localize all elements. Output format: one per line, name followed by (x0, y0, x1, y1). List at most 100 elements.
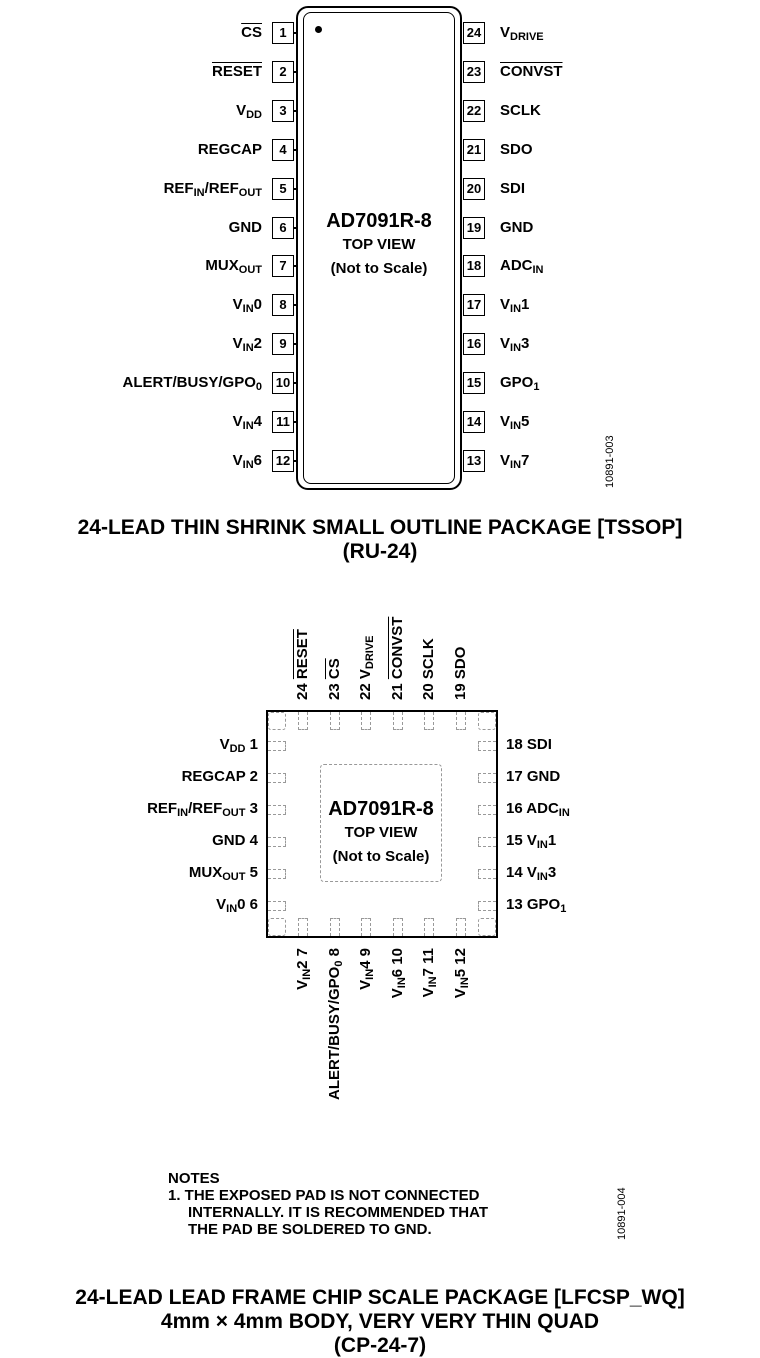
lfcsp-pin-13-number: 13 (506, 896, 527, 913)
lfcsp-pad-bottom-2 (361, 918, 371, 936)
lfcsp-pad-bottom-3 (392, 918, 403, 936)
lfcsp-pin-22-name: VDRIVE (357, 635, 376, 680)
lfcsp-pin-7-label: VIN2 7 (294, 948, 313, 990)
lfcsp-pad-left-3 (268, 837, 286, 847)
tssop-package-inner (303, 12, 455, 484)
tssop-pin-23-box: 23 (463, 60, 485, 83)
lfcsp-pin-11-number: 11 (420, 948, 437, 969)
lfcsp-pin-3-label: REFIN/REFOUT 3 (147, 800, 258, 819)
lfcsp-pin-1-label: VDD 1 (219, 736, 258, 755)
lfcsp-pin-20-name: SCLK (420, 638, 437, 680)
tssop-pin-24-label: VDRIVE (500, 24, 544, 43)
lfcsp-chip-name: AD7091R-8 (328, 798, 434, 820)
tssop-pin-7-box: 7 (272, 255, 294, 278)
notes-line-2: INTERNALLY. IT IS RECOMMENDED THAT (188, 1204, 489, 1221)
lfcsp-pin-22-label: 22 VDRIVE (357, 635, 376, 701)
tssop-pin-5-lead (294, 187, 298, 190)
tssop-pin-16-label: VIN3 (500, 335, 530, 355)
lfcsp-pad-bottom-0 (298, 918, 308, 936)
lfcsp-pad-right-5 (478, 901, 496, 911)
pin1-indicator-dot (315, 26, 322, 33)
lfcsp-pin-18-number: 18 (506, 736, 527, 753)
lfcsp-pin-16-number: 16 (506, 800, 527, 817)
lfcsp-pin-20-number: 20 (420, 679, 437, 700)
lfcsp-pin-11-label: VIN7 11 (420, 948, 439, 997)
tssop-pin-10-box: 10 (272, 372, 294, 395)
tssop-pin-6-lead (294, 226, 298, 229)
lfcsp-pin-12-label: VIN5 12 (452, 948, 471, 998)
lfcsp-pad-top-2 (361, 712, 371, 730)
lfcsp-pin-16-label: 16 ADCIN (506, 800, 570, 819)
lfcsp-pin-24-number: 24 (294, 679, 311, 700)
tssop-pin-22-box: 22 (463, 99, 485, 122)
lfcsp-pad-top-1 (329, 712, 340, 730)
lfcsp-pin-3-number: 3 (245, 800, 258, 817)
lfcsp-pin-9-label: VIN4 9 (357, 948, 376, 990)
lfcsp-pin-13-name: GPO1 (526, 896, 567, 915)
lfcsp-pin-8-number: 8 (325, 948, 343, 961)
lfcsp-pin-7-name: VIN2 (294, 960, 313, 990)
lfcsp-pad-right-4 (478, 869, 496, 879)
lfcsp-pad-left-5 (268, 901, 286, 911)
tssop-pin-21-box: 21 (463, 138, 485, 161)
lfcsp-pin-2-label: REGCAP 2 (181, 768, 258, 785)
lfcsp-pin-6-number: 6 (245, 896, 258, 913)
notes-line-1: 1. THE EXPOSED PAD IS NOT CONNECTED (168, 1187, 480, 1204)
lfcsp-corner-pad-1 (478, 712, 496, 730)
tssop-pin-1-lead (294, 32, 298, 34)
tssop-pin-11-lead (294, 421, 298, 423)
lfcsp-pin-20-label: 20 SCLK (420, 638, 437, 700)
tssop-pin-15-box: 15 (463, 372, 485, 395)
tssop-pin-10-label: ALERT/BUSY/GPO0 (122, 374, 262, 394)
lfcsp-pin-14-number: 14 (506, 864, 527, 881)
tssop-pin-11-box: 11 (272, 411, 294, 433)
exposed-pad (320, 764, 442, 882)
lfcsp-pin-18-label: 18 SDI (506, 736, 552, 754)
lfcsp-pad-left-2 (268, 805, 286, 815)
tssop-pin-4-lead (294, 148, 298, 151)
lfcsp-not-to-scale: (Not to Scale) (332, 848, 430, 865)
tssop-pin-15-label: GPO1 (500, 374, 540, 394)
lfcsp-pin-2-number: 2 (245, 768, 258, 785)
lfcsp-pad-left-0 (268, 741, 286, 751)
lfcsp-package-body (266, 710, 498, 938)
lfcsp-pin-24-name: RESET (294, 629, 311, 680)
tssop-pin-9-label: VIN2 (232, 335, 262, 355)
lfcsp-pin-19-name: SDO (451, 646, 469, 680)
lfcsp-pin-15-label: 15 VIN1 (506, 832, 557, 851)
tssop-title-line1: 24-LEAD THIN SHRINK SMALL OUTLINE PACKAG… (77, 516, 683, 539)
tssop-title-line2: (RU-24) (342, 540, 418, 563)
lfcsp-pin-1-number: 1 (245, 736, 258, 753)
lfcsp-pin-8-label: ALERT/BUSY/GPO0 8 (325, 948, 345, 1100)
tssop-pin-9-box: 9 (272, 333, 294, 356)
lfcsp-figure-code: 10891-004 (616, 1187, 628, 1240)
lfcsp-pad-right-0 (478, 741, 496, 751)
lfcsp-pin-17-label: 17 GND (506, 768, 560, 786)
tssop-pin-12-box: 12 (272, 449, 294, 472)
tssop-pin-18-label: ADCIN (500, 257, 544, 277)
tssop-pin-7-lead (294, 265, 298, 268)
tssop-pin-16-box: 16 (463, 333, 485, 356)
lfcsp-pin-15-number: 15 (506, 832, 527, 849)
notes-heading: NOTES (168, 1170, 220, 1187)
lfcsp-pin-17-name: GND (526, 768, 561, 785)
lfcsp-pin-5-label: MUXOUT 5 (188, 864, 258, 883)
lfcsp-top-view: TOP VIEW (344, 824, 418, 841)
tssop-pin-9-lead (294, 343, 298, 346)
lfcsp-pad-right-2 (478, 805, 496, 815)
lfcsp-pin-17-number: 17 (506, 768, 527, 785)
lfcsp-pad-right-3 (478, 837, 496, 847)
tssop-pin-6-label: GND (228, 218, 262, 236)
tssop-pin-3-label: VDD (236, 101, 262, 121)
tssop-pin-14-box: 14 (463, 411, 485, 433)
lfcsp-pin-15-name: VIN1 (526, 832, 557, 851)
tssop-pin-1-box: 1 (272, 22, 294, 44)
tssop-pin-20-label: SDI (500, 179, 526, 197)
tssop-pin-3-box: 3 (272, 99, 294, 122)
lfcsp-pad-top-4 (424, 712, 434, 730)
lfcsp-pin-23-name: CS (325, 658, 343, 680)
tssop-pin-21-label: SDO (500, 140, 533, 158)
lfcsp-pin-21-number: 21 (388, 679, 406, 700)
tssop-pin-23-label: CONVST (500, 62, 563, 80)
